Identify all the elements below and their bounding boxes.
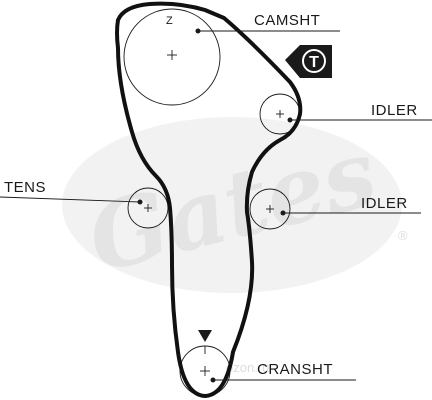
triangle-down-icon: [198, 330, 212, 342]
callout-camshaft: [195, 28, 340, 34]
gates-watermark: Gates ® ozon.ru: [62, 117, 408, 375]
camshaft-pulley: [123, 8, 221, 106]
label-crankshaft: CRANSHT: [257, 361, 333, 378]
tensioner-badge-letter: T: [309, 54, 319, 71]
timing-mark-z: Z: [166, 15, 173, 27]
label-idler-bottom: IDLER: [361, 195, 408, 212]
timing-belt: [115, 1, 303, 398]
watermark-registered: ®: [398, 228, 408, 243]
callout-idler-bottom: [280, 210, 421, 216]
watermark-site: ozon.ru: [226, 360, 269, 375]
label-tensioner: TENS: [4, 179, 46, 196]
label-camshaft: CAMSHT: [254, 12, 320, 29]
idler-pulley-bottom: [249, 188, 291, 230]
callout-crankshaft: [210, 377, 356, 383]
callout-idler-top: [287, 117, 432, 123]
tensioner-badge: T: [285, 45, 332, 78]
label-idler-top: IDLER: [371, 102, 418, 119]
callout-tensioner: [0, 196, 143, 205]
crankshaft-pulley: [179, 345, 231, 397]
